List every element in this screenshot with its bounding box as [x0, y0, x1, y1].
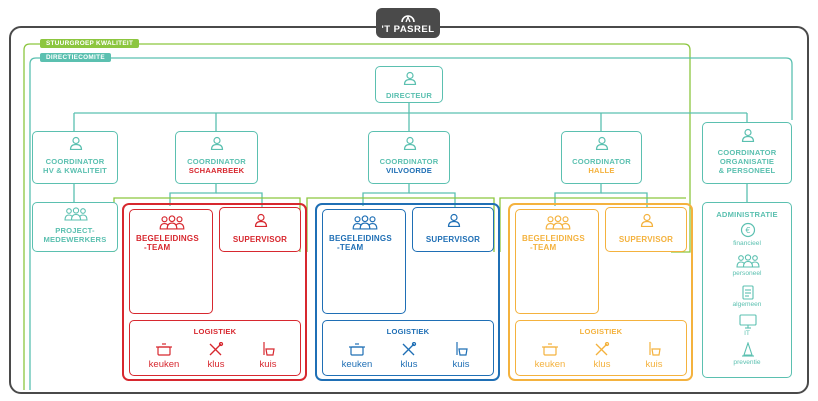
logistiek-item-kuis: kuis	[452, 359, 470, 370]
person-icon	[210, 136, 224, 150]
team-label-2: -TEAM	[530, 243, 557, 252]
logistiek-label: LOGISTIEK	[386, 327, 430, 336]
coordinator-schaarbeek[interactable]: COORDINATOR SCHAARBEEK	[175, 131, 258, 184]
logistiek-schaarbeek[interactable]: LOGISTIEK keuken klus kuis	[129, 320, 301, 376]
cleaning-bucket-icon	[263, 342, 275, 356]
people-group-icon	[352, 215, 378, 230]
project-label-2: MEDEWERKERS	[43, 235, 107, 244]
person-icon	[640, 213, 654, 227]
team-label-2: -TEAM	[144, 243, 171, 252]
coordinator-unit: VILVOORDE	[386, 166, 432, 175]
coordinator-unit: HV & KWALITEIT	[43, 166, 107, 175]
computer-icon	[739, 314, 757, 329]
supervisor-label: SUPERVISOR	[425, 235, 481, 244]
coordinator-title: COORDINATOR	[187, 157, 246, 166]
people-group-icon	[736, 254, 760, 268]
admin-item-preventie: preventie	[733, 359, 761, 366]
person-icon	[403, 71, 417, 85]
logo-icon	[401, 15, 415, 23]
supervisor-label: SUPERVISOR	[618, 235, 674, 244]
safety-cone-icon	[742, 342, 754, 357]
tools-icon	[402, 342, 417, 356]
supervisor-vilvoorde[interactable]: SUPERVISOR	[412, 207, 494, 252]
coordinator-hv-kwaliteit[interactable]: COORDINATOR HV & KWALITEIT	[32, 131, 118, 184]
supervisor-schaarbeek[interactable]: SUPERVISOR	[219, 207, 301, 252]
coordinator-organisatie-personeel[interactable]: COORDINATOR ORGANISATIE & PERSONEEL	[702, 122, 792, 184]
person-icon	[254, 213, 268, 227]
svg-text:€: €	[745, 226, 750, 235]
directeur-label: DIRECTEUR	[385, 91, 433, 100]
begeleidingsteam-schaarbeek[interactable]: BEGELEIDINGS -TEAM	[129, 209, 213, 314]
logistiek-item-keuken: keuken	[534, 359, 566, 370]
person-icon	[741, 128, 755, 142]
coordinator-title: COORDINATOR	[45, 157, 105, 166]
coordinator-unit-2: & PERSONEEL	[718, 166, 776, 175]
logistiek-item-klus: klus	[207, 359, 225, 370]
project-label-1: PROJECT-	[55, 226, 95, 235]
people-group-icon	[64, 207, 88, 221]
admin-item-personeel: personeel	[732, 270, 762, 277]
logistiek-label: LOGISTIEK	[579, 327, 623, 336]
site-schaarbeek	[122, 203, 307, 381]
cleaning-bucket-icon	[456, 342, 468, 356]
document-icon	[742, 285, 754, 300]
directeur-box[interactable]: DIRECTEUR	[375, 66, 443, 103]
euro-icon: €	[740, 222, 756, 238]
tag-stuurgroep: STUURGROEP KWALITEIT	[40, 39, 140, 48]
coordinator-title: COORDINATOR	[379, 157, 439, 166]
logo: 'T PASREL	[376, 8, 440, 38]
coordinator-title: COORDINATOR	[717, 148, 777, 157]
cooking-pot-icon	[542, 343, 558, 356]
logistiek-item-kuis: kuis	[259, 359, 277, 370]
logistiek-halle[interactable]: LOGISTIEK keuken klus kuis	[515, 320, 687, 376]
logistiek-item-keuken: keuken	[148, 359, 180, 370]
person-icon	[69, 136, 83, 150]
team-label-2: -TEAM	[337, 243, 364, 252]
person-icon	[447, 213, 461, 227]
admin-item-it: IT	[744, 330, 750, 337]
cooking-pot-icon	[156, 343, 172, 356]
admin-item-algemeen: algemeen	[732, 301, 762, 308]
administratie-box[interactable]: ADMINISTRATIE € financieel personeel alg…	[702, 202, 792, 378]
people-group-icon	[545, 215, 571, 230]
team-label-1: BEGELEIDINGS	[329, 234, 392, 243]
coordinator-halle[interactable]: COORDINATOR HALLE	[561, 131, 642, 184]
logistiek-item-keuken: keuken	[341, 359, 373, 370]
team-label-1: BEGELEIDINGS	[136, 234, 199, 243]
admin-item-financieel: financieel	[733, 240, 761, 247]
logistiek-vilvoorde[interactable]: LOGISTIEK keuken klus kuis	[322, 320, 494, 376]
supervisor-halle[interactable]: SUPERVISOR	[605, 207, 687, 252]
project-medewerkers-box[interactable]: PROJECT- MEDEWERKERS	[32, 202, 118, 252]
people-group-icon	[159, 215, 185, 230]
tools-icon	[595, 342, 610, 356]
logistiek-label: LOGISTIEK	[193, 327, 237, 336]
supervisor-label: SUPERVISOR	[232, 235, 288, 244]
site-vilvoorde	[315, 203, 500, 381]
person-icon	[595, 136, 609, 150]
coordinator-unit: SCHAARBEEK	[188, 166, 245, 175]
administratie-title: ADMINISTRATIE	[716, 210, 778, 219]
site-halle	[508, 203, 693, 381]
cooking-pot-icon	[349, 343, 365, 356]
team-label-1: BEGELEIDINGS	[522, 234, 585, 243]
logistiek-item-klus: klus	[593, 359, 611, 370]
coordinator-unit: ORGANISATIE	[719, 157, 775, 166]
coordinator-title: COORDINATOR	[572, 157, 631, 166]
cleaning-bucket-icon	[649, 342, 661, 356]
logistiek-item-kuis: kuis	[645, 359, 663, 370]
begeleidingsteam-vilvoorde[interactable]: BEGELEIDINGS -TEAM	[322, 209, 406, 314]
begeleidingsteam-halle[interactable]: BEGELEIDINGS -TEAM	[515, 209, 599, 314]
logistiek-item-klus: klus	[400, 359, 418, 370]
logo-text: 'T PASREL	[381, 24, 435, 35]
person-icon	[403, 136, 417, 150]
coordinator-unit: HALLE	[588, 166, 615, 175]
tag-directiecomite: DIRECTIECOMITE	[40, 53, 111, 62]
tools-icon	[209, 342, 224, 356]
coordinator-vilvoorde[interactable]: COORDINATOR VILVOORDE	[368, 131, 450, 184]
